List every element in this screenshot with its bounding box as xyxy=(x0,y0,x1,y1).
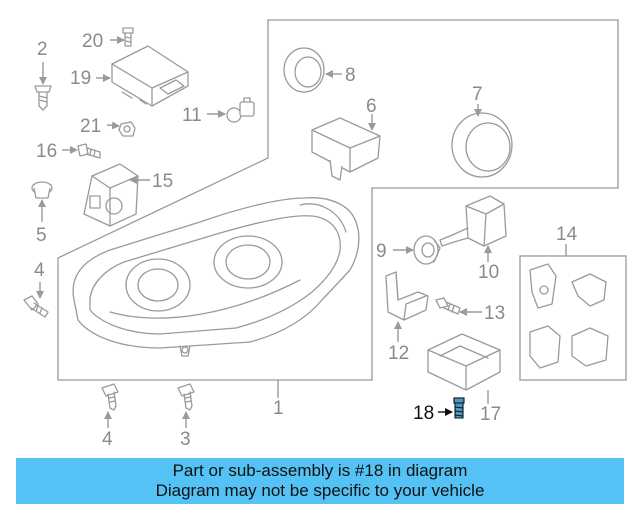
callout-19: 19 xyxy=(70,68,91,89)
part-17-ballast xyxy=(427,333,501,391)
callout-4-left: 4 xyxy=(34,260,45,281)
part-7-dust-cap xyxy=(451,112,513,178)
headlamp-assembly xyxy=(72,197,360,357)
callout-2: 2 xyxy=(37,39,48,60)
part-2-screw xyxy=(34,85,52,111)
part-9-bulb-holder xyxy=(413,235,441,265)
callout-11: 11 xyxy=(182,105,202,126)
part-11-bulb xyxy=(226,97,255,123)
part-20-screw xyxy=(122,27,134,47)
part-13-screw xyxy=(435,297,461,315)
kit-box-14 xyxy=(519,255,627,381)
callout-6: 6 xyxy=(366,96,377,117)
callout-3: 3 xyxy=(180,429,191,450)
callout-18-highlighted: 18 xyxy=(413,403,434,424)
part-16-screw xyxy=(77,143,101,159)
callout-16: 16 xyxy=(36,141,57,162)
callout-14: 14 xyxy=(556,224,578,245)
part-21-nut xyxy=(118,121,136,137)
callout-17: 17 xyxy=(480,404,501,425)
callout-1: 1 xyxy=(273,398,284,419)
part-4-left-screw xyxy=(23,295,49,318)
callout-12: 12 xyxy=(388,343,409,364)
part-10-xenon-bulb xyxy=(439,195,507,247)
callout-15: 15 xyxy=(152,171,173,192)
part-4-bottom-screw xyxy=(101,383,119,411)
part-12-bracket xyxy=(385,271,429,321)
part-19-control-module xyxy=(111,45,189,107)
callout-9: 9 xyxy=(376,241,387,262)
callout-20: 20 xyxy=(82,31,103,52)
callout-7: 7 xyxy=(472,84,483,105)
part-8-seal-ring xyxy=(283,47,325,93)
part-18-bolt-highlighted xyxy=(453,397,465,419)
info-banner: Part or sub-assembly is #18 in diagram D… xyxy=(16,458,624,504)
banner-line-1: Part or sub-assembly is #18 in diagram xyxy=(172,461,468,480)
callout-10: 10 xyxy=(478,262,499,283)
banner-line-2: Diagram may not be specific to your vehi… xyxy=(155,481,485,500)
part-15-bracket xyxy=(83,163,139,227)
part-6-leveling-motor xyxy=(311,117,381,181)
callout-8: 8 xyxy=(345,65,356,86)
part-14-kit-pieces xyxy=(529,263,609,369)
callout-5: 5 xyxy=(36,225,47,246)
callout-4-bottom: 4 xyxy=(102,429,113,450)
part-3-screw xyxy=(177,383,195,411)
part-5-grommet xyxy=(31,181,53,199)
callout-21: 21 xyxy=(80,116,101,137)
assembly-outline-box xyxy=(57,19,619,381)
callout-13: 13 xyxy=(484,303,505,324)
